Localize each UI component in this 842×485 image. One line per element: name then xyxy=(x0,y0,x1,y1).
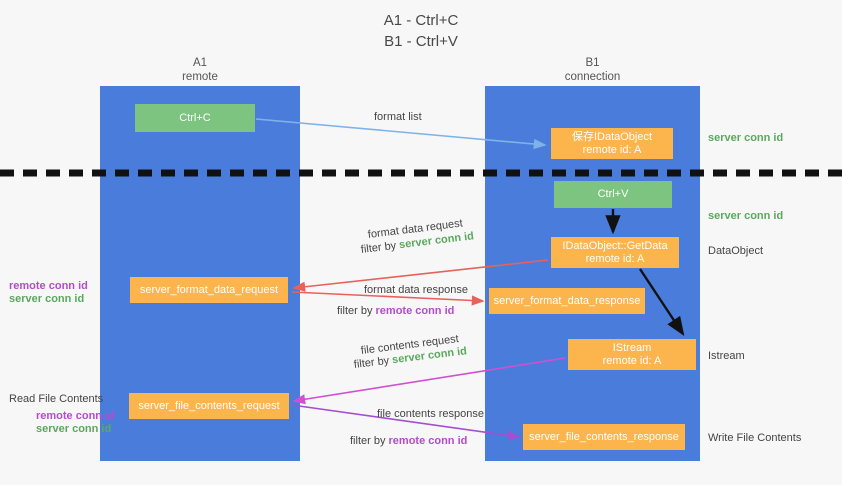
filter-key-remote-conn-id: remote conn id xyxy=(375,305,455,317)
label-format-data-response: format data response xyxy=(364,284,468,296)
box-server-format-data-response-label: server_format_data_response xyxy=(493,294,641,307)
box-server-file-contents-request-label: server_file_contents_request xyxy=(138,399,280,412)
label-remote-conn-id-1: remote conn id xyxy=(9,280,88,292)
label-format-list: format list xyxy=(374,111,422,123)
box-server-file-contents-response-label: server_file_contents_response xyxy=(529,430,679,443)
label-format-data-response-filter: filter by remote conn id xyxy=(337,304,454,319)
filter-key-remote-conn-id: remote conn id xyxy=(388,435,468,447)
diagram-title: A1 - Ctrl+C B1 - Ctrl+V xyxy=(0,10,842,52)
box-server-format-data-request-label: server_format_data_request xyxy=(139,283,279,296)
label-write-file-contents: Write File Contents xyxy=(708,432,802,444)
label-server-conn-id-1: server conn id xyxy=(9,293,85,305)
box-save-idataobject[interactable]: 保存IDataObject remote id: A xyxy=(551,128,673,159)
lane-a1-sub: remote xyxy=(182,71,218,83)
label-file-contents-response: file contents response xyxy=(377,408,485,420)
lane-header-a1: A1 remote xyxy=(100,56,300,84)
box-ctrl-v[interactable]: Ctrl+V xyxy=(554,181,672,208)
lane-b1-name: B1 xyxy=(585,57,600,69)
box-ctrl-v-label: Ctrl+V xyxy=(597,188,629,200)
box-idataobject-getdata[interactable]: IDataObject::GetData remote id: A xyxy=(551,237,679,268)
label-server-conn-id-second: server conn id xyxy=(708,210,784,222)
label-server-conn-id-2: server conn id xyxy=(36,423,112,435)
label-read-file-contents: Read File Contents xyxy=(9,393,104,405)
label-server-conn-id-top: server conn id xyxy=(708,132,784,144)
box-server-format-data-response[interactable]: server_format_data_response xyxy=(489,288,645,314)
box-ctrl-c-label: Ctrl+C xyxy=(179,111,211,124)
box-istream-sub: remote id: A xyxy=(602,354,662,367)
box-server-file-contents-response[interactable]: server_file_contents_response xyxy=(523,424,685,450)
box-server-format-data-request[interactable]: server_format_data_request xyxy=(130,277,288,303)
box-server-file-contents-request[interactable]: server_file_contents_request xyxy=(129,393,289,419)
title-line-1: A1 - Ctrl+C xyxy=(383,12,459,29)
box-getdata-label: IDataObject::GetData xyxy=(562,239,668,252)
title-line-2: B1 - Ctrl+V xyxy=(384,33,458,50)
box-istream-label: IStream xyxy=(612,341,652,354)
lane-b1-sub: connection xyxy=(564,71,621,83)
box-ctrl-c[interactable]: Ctrl+C xyxy=(135,104,255,132)
filter-prefix: filter by xyxy=(360,239,400,256)
label-dataobject: DataObject xyxy=(708,245,764,257)
filter-prefix: filter by xyxy=(350,435,389,447)
label-file-contents-response-filter: filter by remote conn id xyxy=(350,434,467,449)
label-istream: Istream xyxy=(708,350,745,362)
box-save-idataobject-label: 保存IDataObject xyxy=(571,130,653,143)
filter-prefix: filter by xyxy=(353,354,393,371)
lane-header-b1: B1 connection xyxy=(485,56,700,84)
filter-prefix: filter by xyxy=(337,305,376,317)
box-save-idataobject-sub: remote id: A xyxy=(582,143,642,156)
label-remote-conn-id-2: remote conn id xyxy=(36,410,115,422)
box-getdata-sub: remote id: A xyxy=(585,252,645,265)
box-istream[interactable]: IStream remote id: A xyxy=(568,339,696,370)
lane-a1-name: A1 xyxy=(192,57,208,69)
